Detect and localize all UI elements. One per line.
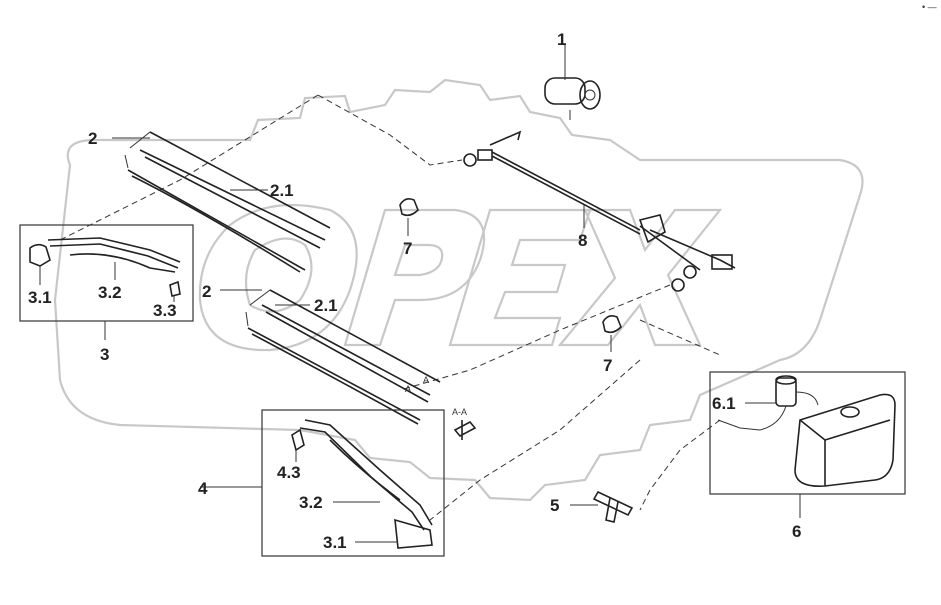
tee-connector xyxy=(570,490,634,523)
callout-4: 4 xyxy=(198,479,208,498)
callout-3-1-upper: 3.1 xyxy=(28,288,52,307)
callout-2-lower: 2 xyxy=(202,282,211,301)
section-mark-a-2: A xyxy=(405,384,411,394)
callout-6: 6 xyxy=(792,522,801,541)
watermark-letter-x xyxy=(557,208,723,347)
watermark-letter-o xyxy=(198,203,358,352)
callout-7-upper: 7 xyxy=(403,239,412,258)
callout-8: 8 xyxy=(578,231,587,250)
callout-2-1-lower: 2.1 xyxy=(314,296,338,315)
section-a-a-detail xyxy=(453,420,477,440)
washer-reservoir-group-6 xyxy=(709,371,906,518)
section-mark-a-1: A xyxy=(423,375,429,385)
callout-3: 3 xyxy=(100,345,109,364)
section-label-a-a: A-A xyxy=(452,407,467,417)
watermark-letter-e xyxy=(448,208,592,347)
callout-3-1-lower: 3.1 xyxy=(323,533,347,552)
callout-3-2-upper: 3.2 xyxy=(98,283,122,302)
callout-5: 5 xyxy=(550,496,559,515)
callout-2-upper: 2 xyxy=(88,129,97,148)
wiper-blade-lower xyxy=(220,289,441,425)
wiper-blade-upper xyxy=(112,131,331,273)
callout-7-lower: 7 xyxy=(603,356,612,375)
wiper-arm-group-3 xyxy=(19,224,194,340)
callout-4-3: 4.3 xyxy=(277,463,301,482)
callout-3-2-lower: 3.2 xyxy=(299,493,323,512)
callout-1: 1 xyxy=(557,30,566,49)
watermark-gear xyxy=(53,78,864,502)
washer-nozzle-lower xyxy=(602,315,622,352)
watermark-letter-p xyxy=(343,208,486,347)
opex-watermark xyxy=(53,78,864,502)
wiper-motor xyxy=(544,45,601,120)
corner-mark: • — xyxy=(922,2,937,12)
wiper-linkage xyxy=(463,130,736,292)
wiper-arm-group-4 xyxy=(200,409,445,557)
callout-6-1: 6.1 xyxy=(712,394,736,413)
washer-nozzle-upper xyxy=(399,198,419,236)
callout-3-3: 3.3 xyxy=(153,301,177,320)
callout-2-1-upper: 2.1 xyxy=(270,181,294,200)
